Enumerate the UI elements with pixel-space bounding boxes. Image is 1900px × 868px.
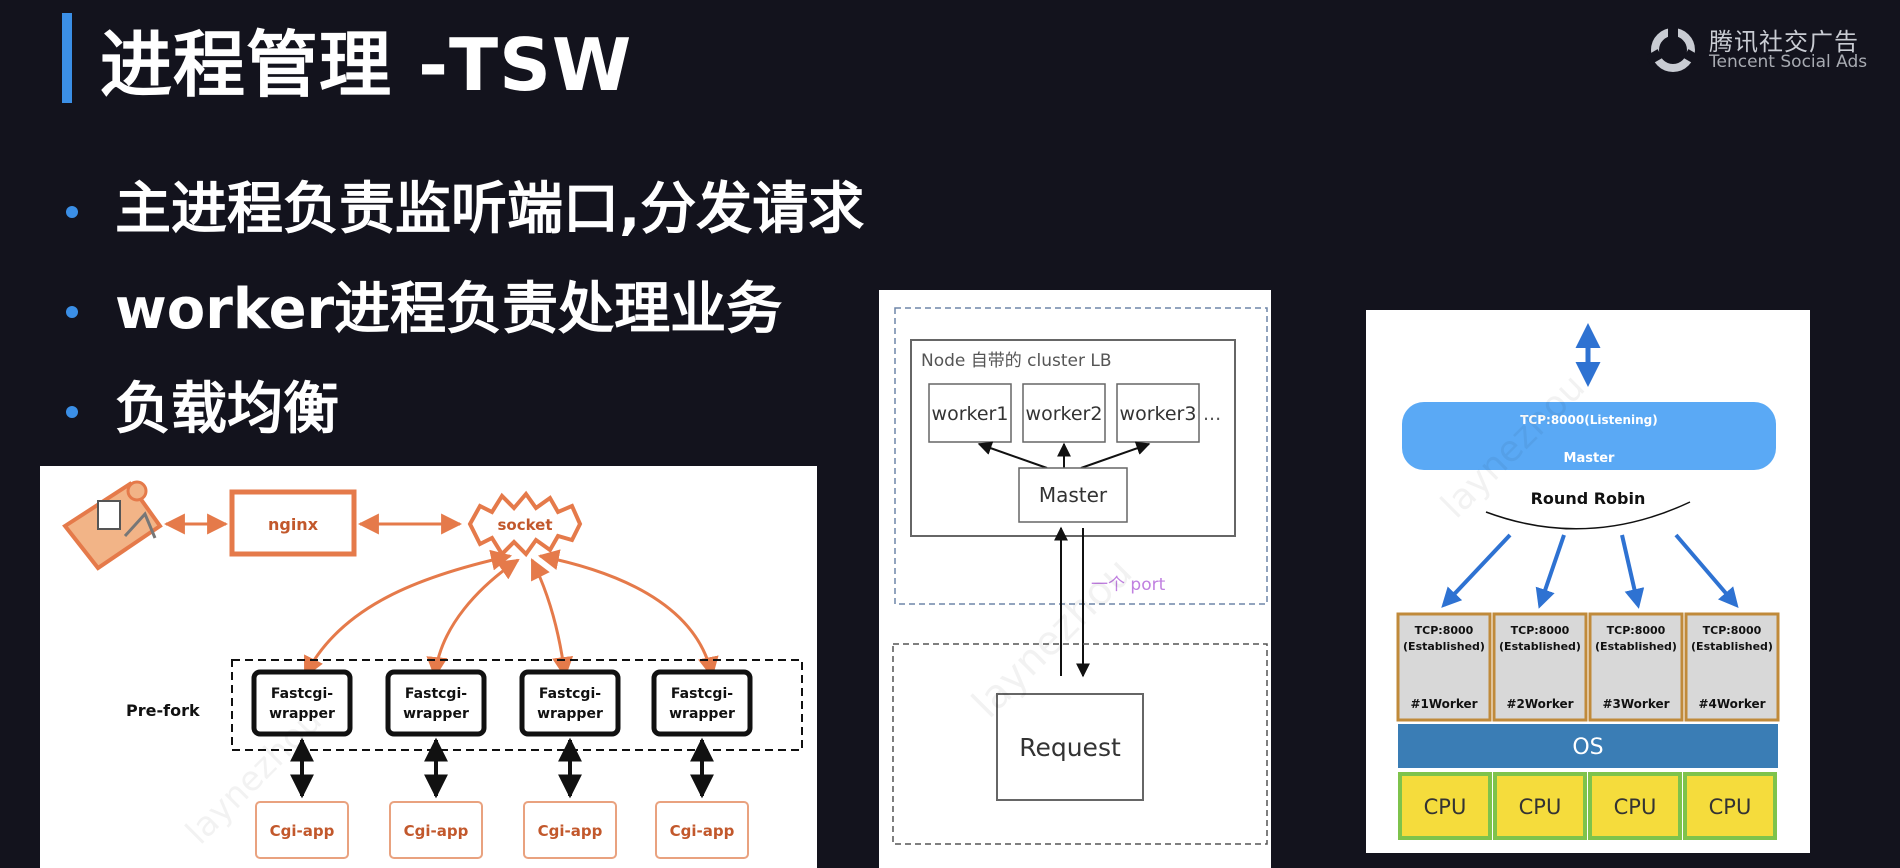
master-box xyxy=(1018,467,1128,523)
tencent-logo: 腾讯社交广告 Tencent Social Ads xyxy=(1647,22,1887,74)
port-note: 一个 port xyxy=(1091,575,1166,595)
bullet-text: 负载均衡 xyxy=(115,377,339,442)
prefork-diagram: nginx socket Pre-fork Fastcgi- wrapper F… xyxy=(40,466,817,868)
bullet-item: worker进程负责处理业务 xyxy=(60,270,864,370)
slide-title: 进程管理 -TSW xyxy=(100,23,633,107)
worker-name-label: #4Worker xyxy=(1698,697,1765,711)
bullet-text: worker进程负责处理业务 xyxy=(115,277,783,342)
worker-box: worker1 xyxy=(928,383,1012,443)
wrapper-label-2: wrapper xyxy=(269,706,335,722)
worker-cell: TCP:8000 (Established) #2Worker xyxy=(1492,612,1588,722)
bullet-text: 主进程负责监听端口,分发请求 xyxy=(115,177,865,242)
master-label: Master xyxy=(1564,451,1615,466)
request-box xyxy=(996,693,1144,801)
worker-state-label: (Established) xyxy=(1499,640,1581,653)
logo-text-cn: 腾讯社交广告 xyxy=(1709,28,1859,56)
wrapper-label-2: wrapper xyxy=(669,706,735,722)
person-at-computer-icon xyxy=(62,480,163,571)
cpu-cell: CPU xyxy=(1683,772,1777,840)
cpu-label: CPU xyxy=(1709,795,1752,819)
worker-label: worker1 xyxy=(932,403,1009,425)
cgi-app-box: Cgi-app xyxy=(523,801,617,859)
bullet-list: 主进程负责监听端口,分发请求 worker进程负责处理业务 负载均衡 xyxy=(60,170,864,470)
worker-ellipsis: ... xyxy=(1203,403,1221,425)
cpu-label: CPU xyxy=(1519,795,1562,819)
cpu-cell: CPU xyxy=(1588,772,1682,840)
worker-box: worker3 xyxy=(1116,383,1200,443)
worker-cell: TCP:8000 (Established) #4Worker xyxy=(1684,612,1780,722)
wrapper-label-1: Fastcgi- xyxy=(405,686,467,702)
os-label: OS xyxy=(1572,735,1603,760)
master-label: Master xyxy=(1039,483,1108,507)
socket-to-workers-arrows xyxy=(303,549,719,679)
worker-label: worker2 xyxy=(1026,403,1103,425)
cgi-app-box: Cgi-app xyxy=(655,801,749,859)
worker-state-label: (Established) xyxy=(1595,640,1677,653)
request-label: Request xyxy=(1019,733,1121,762)
bullet-item: 负载均衡 xyxy=(60,370,864,470)
bullet-item: 主进程负责监听端口,分发请求 xyxy=(60,170,864,270)
worker-state-label: (Established) xyxy=(1691,640,1773,653)
round-robin-curve xyxy=(1485,501,1691,530)
wrapper-to-cgi-arrows xyxy=(290,737,714,799)
wrapper-label-1: Fastcgi- xyxy=(671,686,733,702)
wrapper-box: Fastcgi- wrapper xyxy=(519,669,621,737)
cluster-label: Node 自带的 cluster LB xyxy=(921,351,1112,371)
client-zone xyxy=(892,643,1268,845)
worker-cell: TCP:8000 (Established) #1Worker xyxy=(1396,612,1492,722)
wrapper-box: Fastcgi- wrapper xyxy=(651,669,753,737)
bullet-dot xyxy=(66,306,78,318)
request-master-arrows xyxy=(1054,526,1090,678)
master-listening-label: TCP:8000(Listening) xyxy=(1520,413,1658,427)
worker-tcp-label: TCP:8000 xyxy=(1415,624,1474,637)
bullet-dot xyxy=(66,406,78,418)
cgi-app-box: Cgi-app xyxy=(389,801,483,859)
worker-name-label: #3Worker xyxy=(1602,697,1669,711)
master-to-worker-arrows xyxy=(977,441,1151,469)
wrapper-box: Fastcgi- wrapper xyxy=(251,669,353,737)
round-robin-label: Round Robin xyxy=(1531,489,1646,508)
master-listening-box xyxy=(1402,402,1776,470)
wrapper-box: Fastcgi- wrapper xyxy=(385,669,487,737)
socket-label: socket xyxy=(497,516,552,534)
cgi-app-box: Cgi-app xyxy=(255,801,349,859)
worker-name-label: #2Worker xyxy=(1506,697,1573,711)
node-zone xyxy=(894,307,1268,605)
cgi-app-label: Cgi-app xyxy=(404,822,469,840)
cpu-label: CPU xyxy=(1424,795,1467,819)
wrapper-label-2: wrapper xyxy=(403,706,469,722)
worker-state-label: (Established) xyxy=(1403,640,1485,653)
worker-tcp-label: TCP:8000 xyxy=(1607,624,1666,637)
round-robin-diagram: TCP:8000(Listening) Master Round Robin T… xyxy=(1366,310,1810,853)
worker-name-label: #1Worker xyxy=(1410,697,1477,711)
logo-text-en: Tencent Social Ads xyxy=(1709,52,1868,72)
cgi-app-label: Cgi-app xyxy=(538,822,603,840)
prefork-label: Pre-fork xyxy=(126,701,200,720)
cpu-label: CPU xyxy=(1614,795,1657,819)
bullet-dot xyxy=(66,206,78,218)
worker-cell: TCP:8000 (Established) #3Worker xyxy=(1588,612,1684,722)
worker-tcp-label: TCP:8000 xyxy=(1511,624,1570,637)
wrapper-label-1: Fastcgi- xyxy=(539,686,601,702)
tencent-logo-icon xyxy=(1647,24,1699,72)
worker-tcp-label: TCP:8000 xyxy=(1703,624,1762,637)
cgi-app-label: Cgi-app xyxy=(670,822,735,840)
nginx-label: nginx xyxy=(268,515,319,534)
cgi-app-label: Cgi-app xyxy=(270,822,335,840)
cpu-cell: CPU xyxy=(1398,772,1492,840)
prefork-group xyxy=(231,659,803,751)
title-accent-bar xyxy=(62,13,72,103)
worker-label: worker3 xyxy=(1120,403,1197,425)
cpu-cell: CPU xyxy=(1493,772,1587,840)
worker-box: worker2 xyxy=(1022,383,1106,443)
cluster-lb-diagram: Node 自带的 cluster LB worker1 worker2 work… xyxy=(879,290,1271,868)
distribution-arrows xyxy=(1441,533,1739,609)
wrapper-label-2: wrapper xyxy=(537,706,603,722)
nginx-box xyxy=(229,489,357,557)
wrapper-label-1: Fastcgi- xyxy=(271,686,333,702)
os-bar xyxy=(1398,724,1778,768)
